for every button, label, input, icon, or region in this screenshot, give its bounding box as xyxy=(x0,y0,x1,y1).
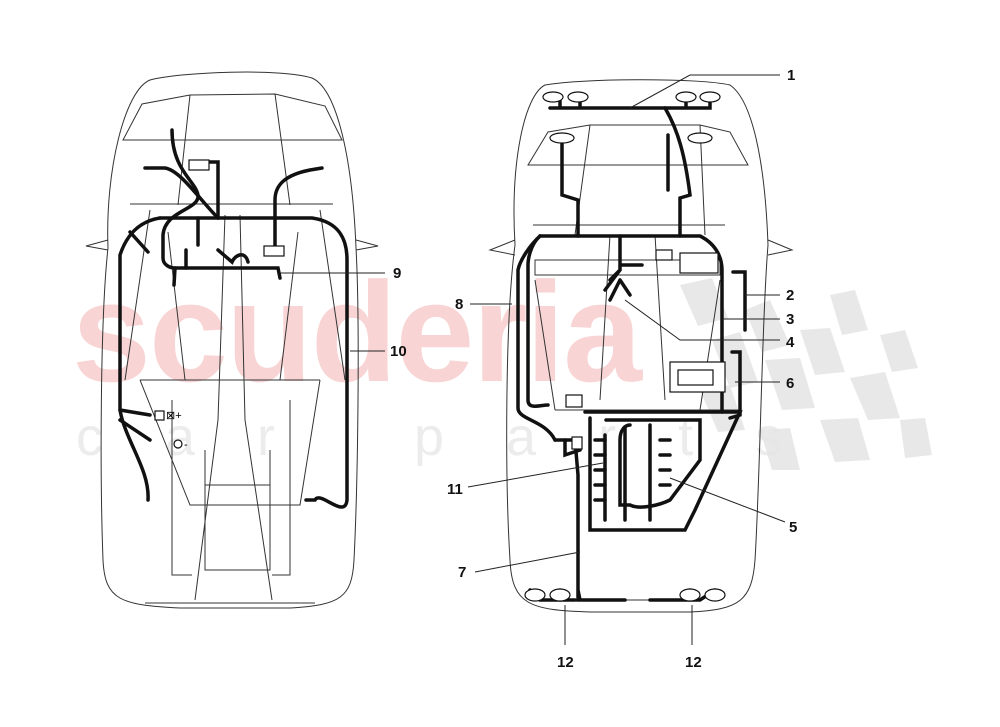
callout-2[interactable]: 2 xyxy=(786,287,795,304)
left-harness xyxy=(118,128,349,509)
leader-lines xyxy=(280,74,786,645)
callout-6[interactable]: 6 xyxy=(786,375,795,392)
callout-5[interactable]: 5 xyxy=(789,519,798,536)
checkered-flag-icon xyxy=(680,278,932,470)
callout-12-left[interactable]: 12 xyxy=(557,654,574,671)
callout-8[interactable]: 8 xyxy=(455,296,464,313)
left-relay-box xyxy=(263,245,285,257)
right-harness xyxy=(516,99,747,602)
callout-1[interactable]: 1 xyxy=(787,67,796,84)
left-car-body xyxy=(85,71,379,609)
right-lamps xyxy=(524,91,726,602)
callout-7[interactable]: 7 xyxy=(458,564,467,581)
callout-11[interactable]: 11 xyxy=(447,481,463,498)
battery-positive-terminal xyxy=(154,410,165,421)
callout-4[interactable]: 4 xyxy=(786,334,795,351)
callout-12-right[interactable]: 12 xyxy=(685,654,702,671)
battery-negative-terminal xyxy=(173,439,183,449)
callout-10[interactable]: 10 xyxy=(390,343,407,360)
callout-3[interactable]: 3 xyxy=(786,311,795,328)
right-car-body xyxy=(488,79,794,613)
callout-9[interactable]: 9 xyxy=(393,265,402,282)
negative-sign: - xyxy=(184,439,188,451)
left-module-box xyxy=(188,159,210,171)
positive-sign: ⊠+ xyxy=(166,410,182,422)
